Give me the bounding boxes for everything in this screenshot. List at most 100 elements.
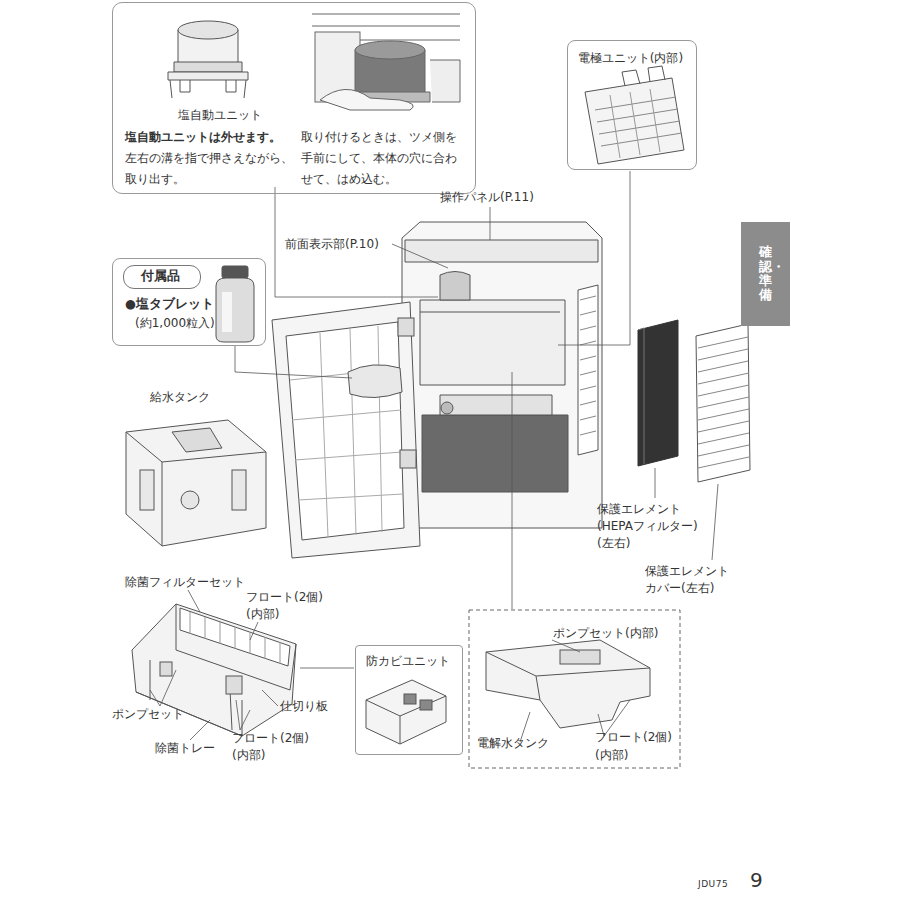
water-tank-part: [181, 491, 199, 509]
salt-unit-icon-part: [168, 72, 248, 80]
sterilizing-tray-part: [160, 662, 172, 676]
leader-lines-part: [490, 207, 491, 240]
main-unit-part: [400, 450, 416, 468]
install-illustration: [312, 14, 460, 110]
leader-lines-part: [552, 640, 580, 652]
mold-unit-part: [420, 700, 432, 710]
install-illustration-part: [320, 89, 413, 110]
leader-lines-part: [655, 468, 656, 498]
part-label: 仕切り板: [280, 698, 328, 715]
part-label: ポンプセット: [112, 706, 184, 723]
tablet-bottle-part: [222, 266, 248, 278]
note-text: 取り付けるときは、ツメ側を 手前にして、本体の穴に合わ せて、はめ込む。: [301, 127, 463, 190]
part-name: 防カビユニット: [356, 652, 459, 670]
tablet-bottle-part: [222, 292, 232, 332]
sterilizing-tray-part: [136, 660, 242, 736]
main-unit-part: [405, 240, 598, 262]
mold-unit-part: [404, 694, 416, 704]
salt-unit-icon-part: [178, 21, 238, 39]
leader-lines-part: [275, 187, 438, 297]
filter-cover: [696, 324, 750, 482]
electrode-unit-part: [585, 78, 684, 164]
part-label: フロート(2個) (内部): [232, 730, 316, 764]
hepa-filter-part: [638, 320, 678, 466]
main-unit-part: [272, 302, 420, 558]
electrolyzed-water-tank-part: [560, 650, 600, 664]
part-group-box: ポンプセット(内部) 電解水タンク フロート(2個) (内部): [469, 610, 683, 768]
note-text: 左右の溝を指で押さえながら、 取り出す。: [125, 148, 297, 190]
electrode-unit: [585, 66, 684, 164]
part-box: 防カビユニット: [355, 645, 463, 755]
part-box: 電極ユニット(内部): [567, 40, 697, 170]
main-unit-part: [348, 365, 402, 398]
part-name: 塩自動ユニット: [165, 106, 275, 124]
electrolyzed-water-tank: [486, 640, 650, 728]
leader-lines-part: [250, 622, 258, 640]
part-label: 保護エレメント カバー(左右): [645, 563, 737, 597]
part-label: 前面表示部(P.10): [285, 236, 379, 253]
leader-lines-part: [512, 372, 513, 609]
main-unit-part: [440, 395, 552, 415]
sterilizing-tray-part: [226, 676, 242, 694]
electrolyzed-water-tank-part: [486, 640, 650, 728]
mold-unit: [366, 680, 446, 744]
part-label: 除菌フィルターセット: [125, 574, 245, 591]
electrode-unit-part: [622, 66, 665, 86]
main-unit-part: [290, 326, 403, 537]
leader-lines-part: [235, 346, 352, 378]
install-illustration-part: [430, 60, 460, 102]
filter-cover-part: [698, 337, 749, 468]
salt-unit-icon: [168, 21, 248, 98]
main-unit-part: [441, 402, 453, 414]
water-tank-part: [140, 470, 154, 510]
electrode-unit-part: [610, 89, 660, 158]
main-unit-part: [440, 272, 470, 301]
leader-lines-part: [392, 244, 448, 268]
dashed-frame-part: [469, 610, 680, 768]
leader-lines-part: [712, 484, 718, 560]
part-label: フロート(2個) (内部): [246, 589, 330, 623]
salt-unit-icon-part: [174, 62, 242, 72]
main-unit-part: [286, 322, 404, 540]
dashed-frame: [469, 610, 680, 768]
part-label: 除菌トレー: [155, 740, 215, 757]
hepa-filter-part: [638, 328, 644, 464]
leader-lines-part: [262, 690, 278, 706]
accessory-name: ●塩タブレット: [125, 295, 214, 313]
water-tank: [126, 420, 266, 546]
hepa-filter: [638, 320, 678, 466]
main-unit-part: [398, 318, 414, 336]
part-name: フロート(2個) (内部): [595, 728, 679, 764]
part-label: 操作パネル(P.11): [440, 189, 534, 206]
water-tank-part: [232, 470, 246, 510]
main-unit-part: [578, 285, 598, 455]
leader-lines-part: [558, 171, 630, 345]
tablet-bottle-part: [216, 278, 254, 342]
main-unit: [272, 222, 602, 558]
note-heading: 塩自動ユニットは外せます。: [125, 127, 281, 148]
part-name: ポンプセット(内部): [553, 624, 658, 642]
leader-lines-part: [150, 670, 176, 706]
part-name: 電解水タンク: [477, 734, 549, 752]
water-tank-part: [172, 428, 222, 452]
salt-unit-icon-part: [170, 80, 246, 98]
install-illustration-part: [355, 41, 425, 59]
note-box: 塩自動ユニット塩自動ユニットは外せます。左右の溝を指で押さえながら、 取り出す。…: [112, 2, 476, 194]
tablet-bottle: [216, 266, 254, 342]
accessory-note: (約1,000粒入): [135, 314, 215, 332]
part-label: 保護エレメント (HEPAフィルター) (左右): [597, 501, 717, 552]
model-number: JDU75: [698, 876, 728, 893]
mold-unit-part: [366, 680, 446, 744]
electrode-unit-part: [595, 97, 682, 146]
tab-label: 付属品: [124, 267, 197, 285]
main-unit-part: [402, 222, 602, 528]
leader-lines: [150, 171, 718, 742]
main-unit-part: [422, 415, 568, 492]
filter-cover-part: [696, 324, 750, 482]
main-unit-part: [420, 312, 560, 313]
part-name: 電極ユニット(内部): [568, 49, 693, 67]
part-label: 給水タンク: [150, 389, 210, 406]
leader-lines-part: [236, 700, 250, 730]
main-unit-part: [420, 300, 565, 385]
